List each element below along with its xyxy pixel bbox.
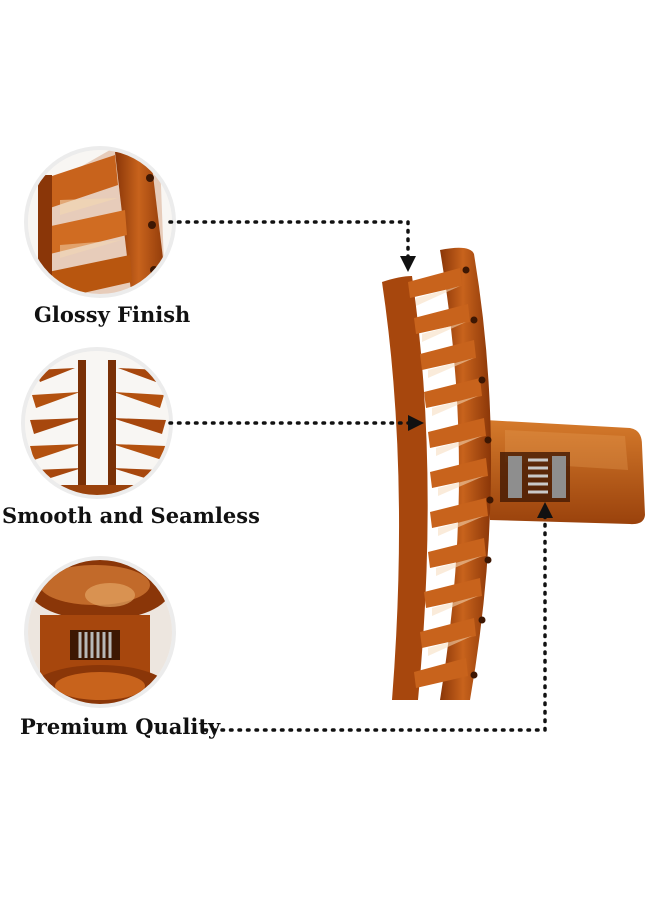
claw-clip-product [382, 247, 645, 700]
connector-premium [203, 502, 553, 732]
feature-label-glossy-finish: Glossy Finish [34, 302, 191, 327]
glossy-finish-detail-circle [24, 146, 176, 298]
premium-quality-detail-circle [24, 556, 176, 708]
connector-smooth [168, 415, 424, 431]
feature-label-smooth-seamless: Smooth and Seamless [2, 503, 260, 528]
feature-label-premium-quality: Premium Quality [20, 714, 221, 739]
connector-glossy [168, 220, 416, 272]
smooth-seamless-detail-circle [21, 347, 173, 499]
